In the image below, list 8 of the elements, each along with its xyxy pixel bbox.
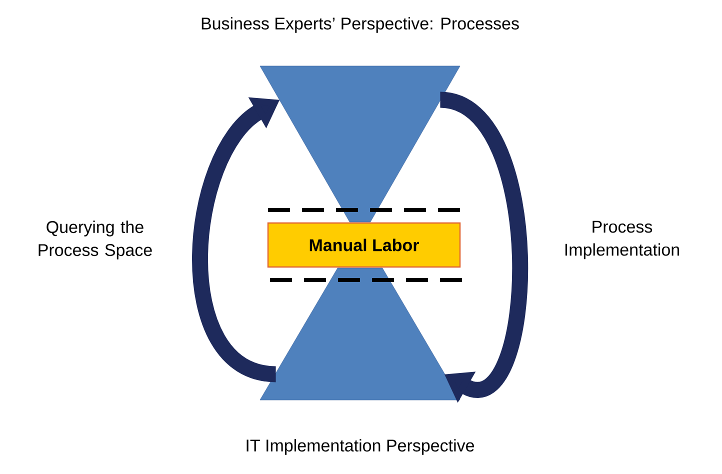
label-box: Manual Labor <box>267 222 461 268</box>
triangle-shape <box>260 268 460 400</box>
curved-arrow <box>438 92 528 403</box>
perspective-label: IT Implementation Perspective <box>246 439 474 455</box>
perspective-label: Business Experts’ Perspective: Processes <box>202 17 519 33</box>
edge-label: Process Implementation <box>565 220 679 260</box>
edge-label: Querying the Process Space <box>38 220 152 260</box>
triangle-shape <box>260 66 460 222</box>
